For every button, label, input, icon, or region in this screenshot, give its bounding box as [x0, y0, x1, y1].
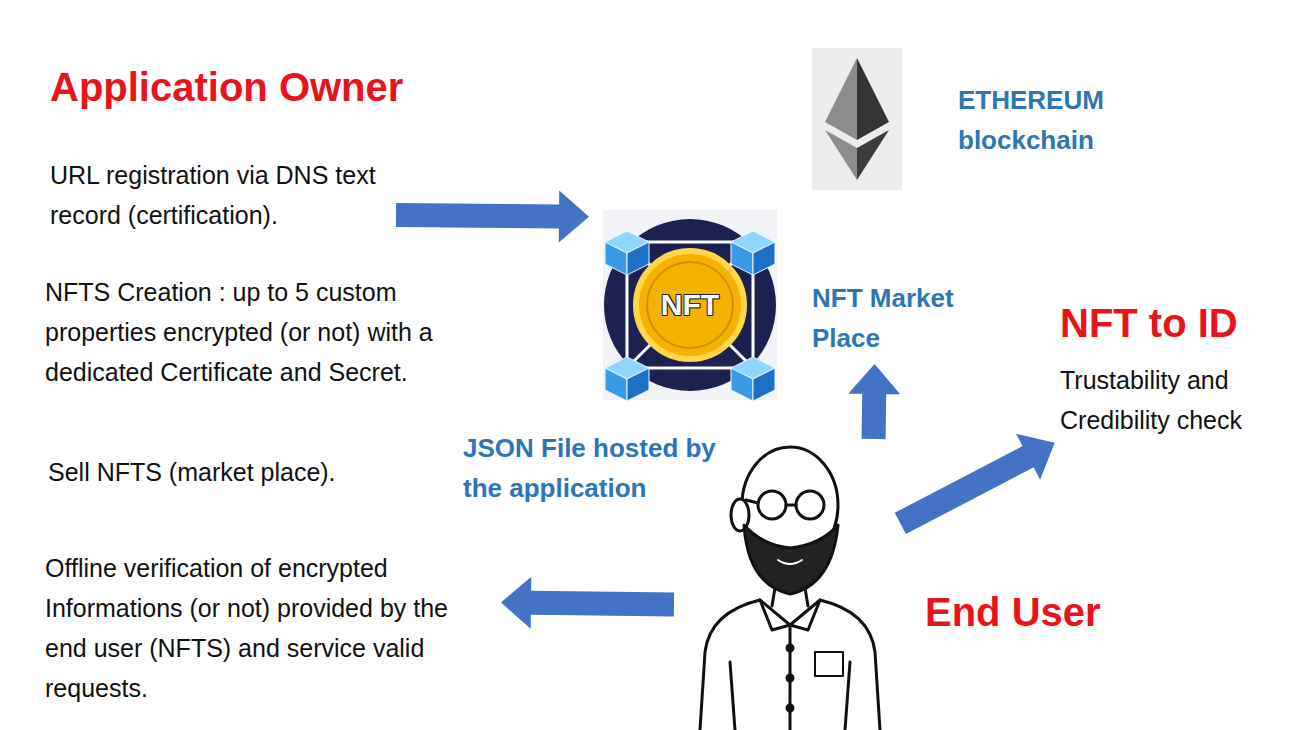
task-text: Sell NFTS (market place).	[48, 452, 468, 492]
block-arrow	[848, 364, 900, 439]
marketplace-label: NFT Market Place	[812, 278, 1002, 358]
task-text: URL registration via DNS text record (ce…	[50, 155, 390, 235]
node-text: NFTS Creation : up to 5 custom propertie…	[45, 272, 505, 392]
node-text: Sell NFTS (market place).	[48, 452, 468, 492]
node-text: NFT	[661, 288, 719, 322]
block-arrow	[895, 434, 1055, 534]
nft-icon: NFT	[595, 200, 785, 410]
task-text: NFTS Creation : up to 5 custom propertie…	[45, 272, 505, 392]
blockchain-label: ETHEREUM blockchain	[958, 80, 1133, 160]
node-body-text: Trustability and Credibility check	[1060, 360, 1305, 440]
section-heading: Application Owner	[50, 62, 470, 112]
task-text: Offline verification of encrypted Inform…	[45, 548, 495, 708]
end-user-figure	[700, 447, 880, 730]
node-text: NFT to ID	[1060, 298, 1305, 348]
node-text: NFT Market Place	[812, 278, 1002, 358]
block-arrow	[396, 190, 589, 242]
node-text: URL registration via DNS text record (ce…	[50, 155, 390, 235]
node-text: Offline verification of encrypted Inform…	[45, 548, 495, 708]
ethereum-logo	[812, 48, 902, 190]
end-user: End User	[680, 445, 895, 725]
node-text: ETHEREUM blockchain	[958, 80, 1133, 160]
block-arrow	[501, 577, 674, 629]
json-note: JSON File hosted by the application	[463, 428, 725, 508]
nft-to-id-block: NFT to ID Trustability and Credibility ch…	[1060, 298, 1305, 440]
